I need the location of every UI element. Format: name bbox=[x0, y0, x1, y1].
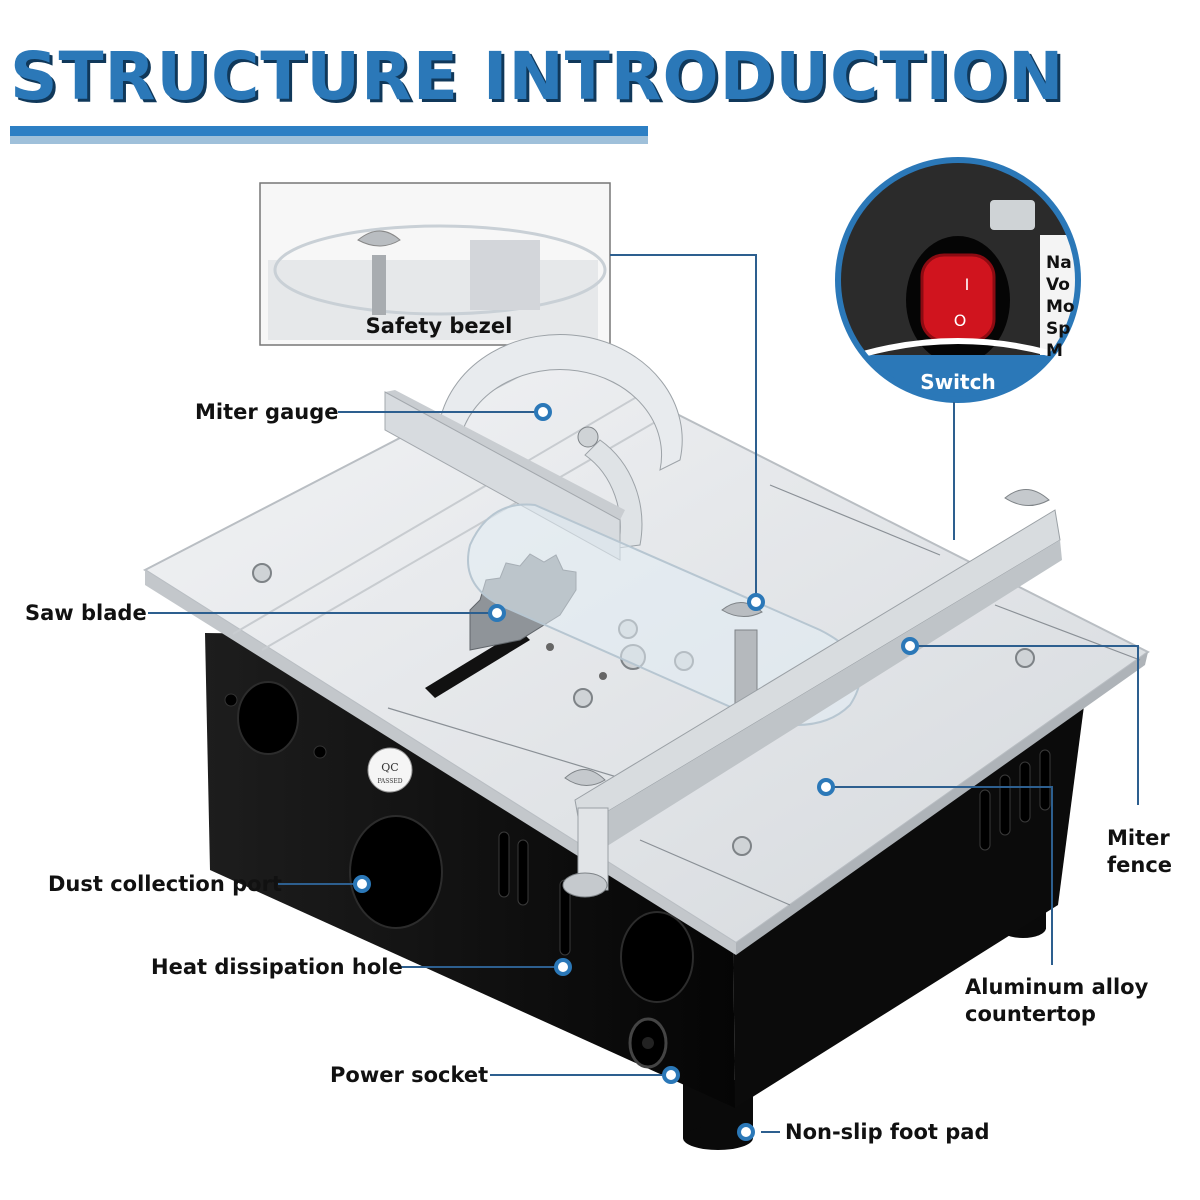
miter-fence bbox=[562, 489, 1062, 898]
heat-dissipation-hole-dot bbox=[554, 958, 572, 976]
dust-collection-port-dot bbox=[353, 875, 371, 893]
safety-bezel-label: Safety bezel bbox=[366, 314, 513, 338]
switch-inset bbox=[835, 157, 1081, 403]
non-slip-foot-pad-label: Non-slip foot pad bbox=[785, 1120, 990, 1144]
spec-fragment: M bbox=[1046, 341, 1063, 361]
callout-dots bbox=[353, 403, 919, 1141]
dust-collection-port bbox=[349, 815, 443, 929]
miter-gauge-dot bbox=[534, 403, 552, 421]
saw-blade-label: Saw blade bbox=[25, 601, 147, 625]
safety-bezel-dot bbox=[747, 593, 765, 611]
heat-dissipation-hole-label: Heat dissipation hole bbox=[151, 955, 403, 979]
countertop-dot bbox=[817, 778, 835, 796]
page-title: STRUCTURE INTRODUCTION bbox=[10, 38, 1065, 115]
title-underline bbox=[10, 126, 648, 144]
miter-gauge-label: Miter gauge bbox=[195, 400, 339, 424]
miter-fence-dot bbox=[901, 637, 919, 655]
spec-fragment: Sp bbox=[1046, 319, 1070, 339]
saw-blade-dot bbox=[488, 604, 506, 622]
spec-label-fragments: Na Vo Mo Sp M bbox=[1046, 253, 1075, 361]
switch-off-mark: O bbox=[954, 311, 967, 330]
dust-collection-port-label: Dust collection port bbox=[48, 872, 282, 896]
spec-fragment: Vo bbox=[1046, 275, 1070, 295]
foot-pad-dot bbox=[737, 1123, 755, 1141]
power-socket-label: Power socket bbox=[330, 1063, 489, 1087]
switch-on-mark: I bbox=[965, 275, 970, 294]
switch-label: Switch bbox=[920, 370, 995, 394]
miter-fence-label-line1: Miter bbox=[1107, 826, 1170, 850]
power-socket-dot bbox=[662, 1066, 680, 1084]
qc-badge-bottom: PASSED bbox=[377, 778, 402, 785]
safety-bezel-inset bbox=[259, 182, 611, 346]
leader-lines bbox=[148, 254, 1139, 1133]
countertop-label-line2: countertop bbox=[965, 1002, 1096, 1026]
countertop-label-line1: Aluminum alloy bbox=[965, 975, 1149, 999]
qc-badge-top: QC bbox=[381, 761, 398, 774]
miter-fence-label-line2: fence bbox=[1107, 853, 1173, 877]
spec-fragment: Mo bbox=[1046, 297, 1075, 317]
spec-fragment: Na bbox=[1046, 253, 1072, 273]
